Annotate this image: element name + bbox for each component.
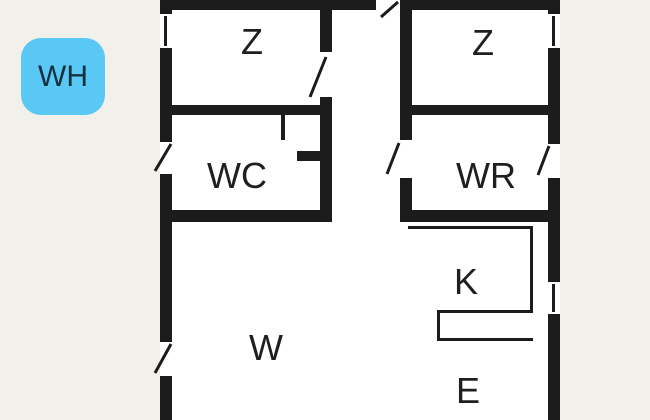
wall-below-z-right: [400, 105, 560, 115]
windows: [164, 16, 555, 312]
room-label-z-left: Z: [241, 21, 263, 62]
wall-below-wr: [400, 210, 560, 222]
kitchen-outline-line: [530, 226, 533, 313]
door-swing-line: [385, 142, 401, 175]
wall-wc-stub: [297, 151, 332, 161]
window-line: [552, 284, 555, 312]
door-swings: [153, 0, 551, 374]
wall-top-segment: [402, 0, 560, 10]
wall-left-segment: [160, 376, 172, 420]
kitchen-outline-line: [408, 226, 533, 229]
wc-shaft-line: [281, 115, 285, 140]
kitchen-outline: [408, 226, 533, 341]
door-swing-line: [380, 0, 399, 19]
room-label-e: E: [455, 370, 481, 411]
room-label-w: W: [249, 327, 283, 368]
room-label-k: K: [453, 261, 479, 302]
wall-hall-left-segment: [320, 0, 332, 52]
room-label-z-right: Z: [472, 22, 494, 63]
room-label-wr: WR: [456, 155, 516, 196]
wall-top-segment: [160, 0, 376, 10]
wall-right-segment: [548, 178, 560, 282]
door-swing-line: [536, 145, 551, 176]
wh-badge-label: WH: [38, 59, 88, 93]
kitchen-outline-line: [437, 310, 533, 313]
wall-below-wc: [160, 210, 332, 222]
door-swing-line: [308, 56, 328, 98]
door-swing-line: [153, 143, 173, 172]
wall-left-segment: [160, 48, 172, 142]
kitchen-outline-line: [437, 338, 533, 341]
walls: [160, 0, 560, 420]
wh-badge[interactable]: WH: [21, 38, 105, 115]
wall-hall-right-segment: [400, 0, 412, 140]
room-label-wc: WC: [207, 155, 267, 196]
wall-right-segment: [548, 314, 560, 420]
wall-below-z-left: [172, 105, 332, 115]
kitchen-outline-line: [437, 310, 440, 341]
window-line: [552, 16, 555, 46]
wall-right-segment: [548, 48, 560, 144]
door-swing-line: [153, 343, 173, 374]
wall-left-segment: [160, 174, 172, 342]
window-line: [164, 16, 167, 46]
